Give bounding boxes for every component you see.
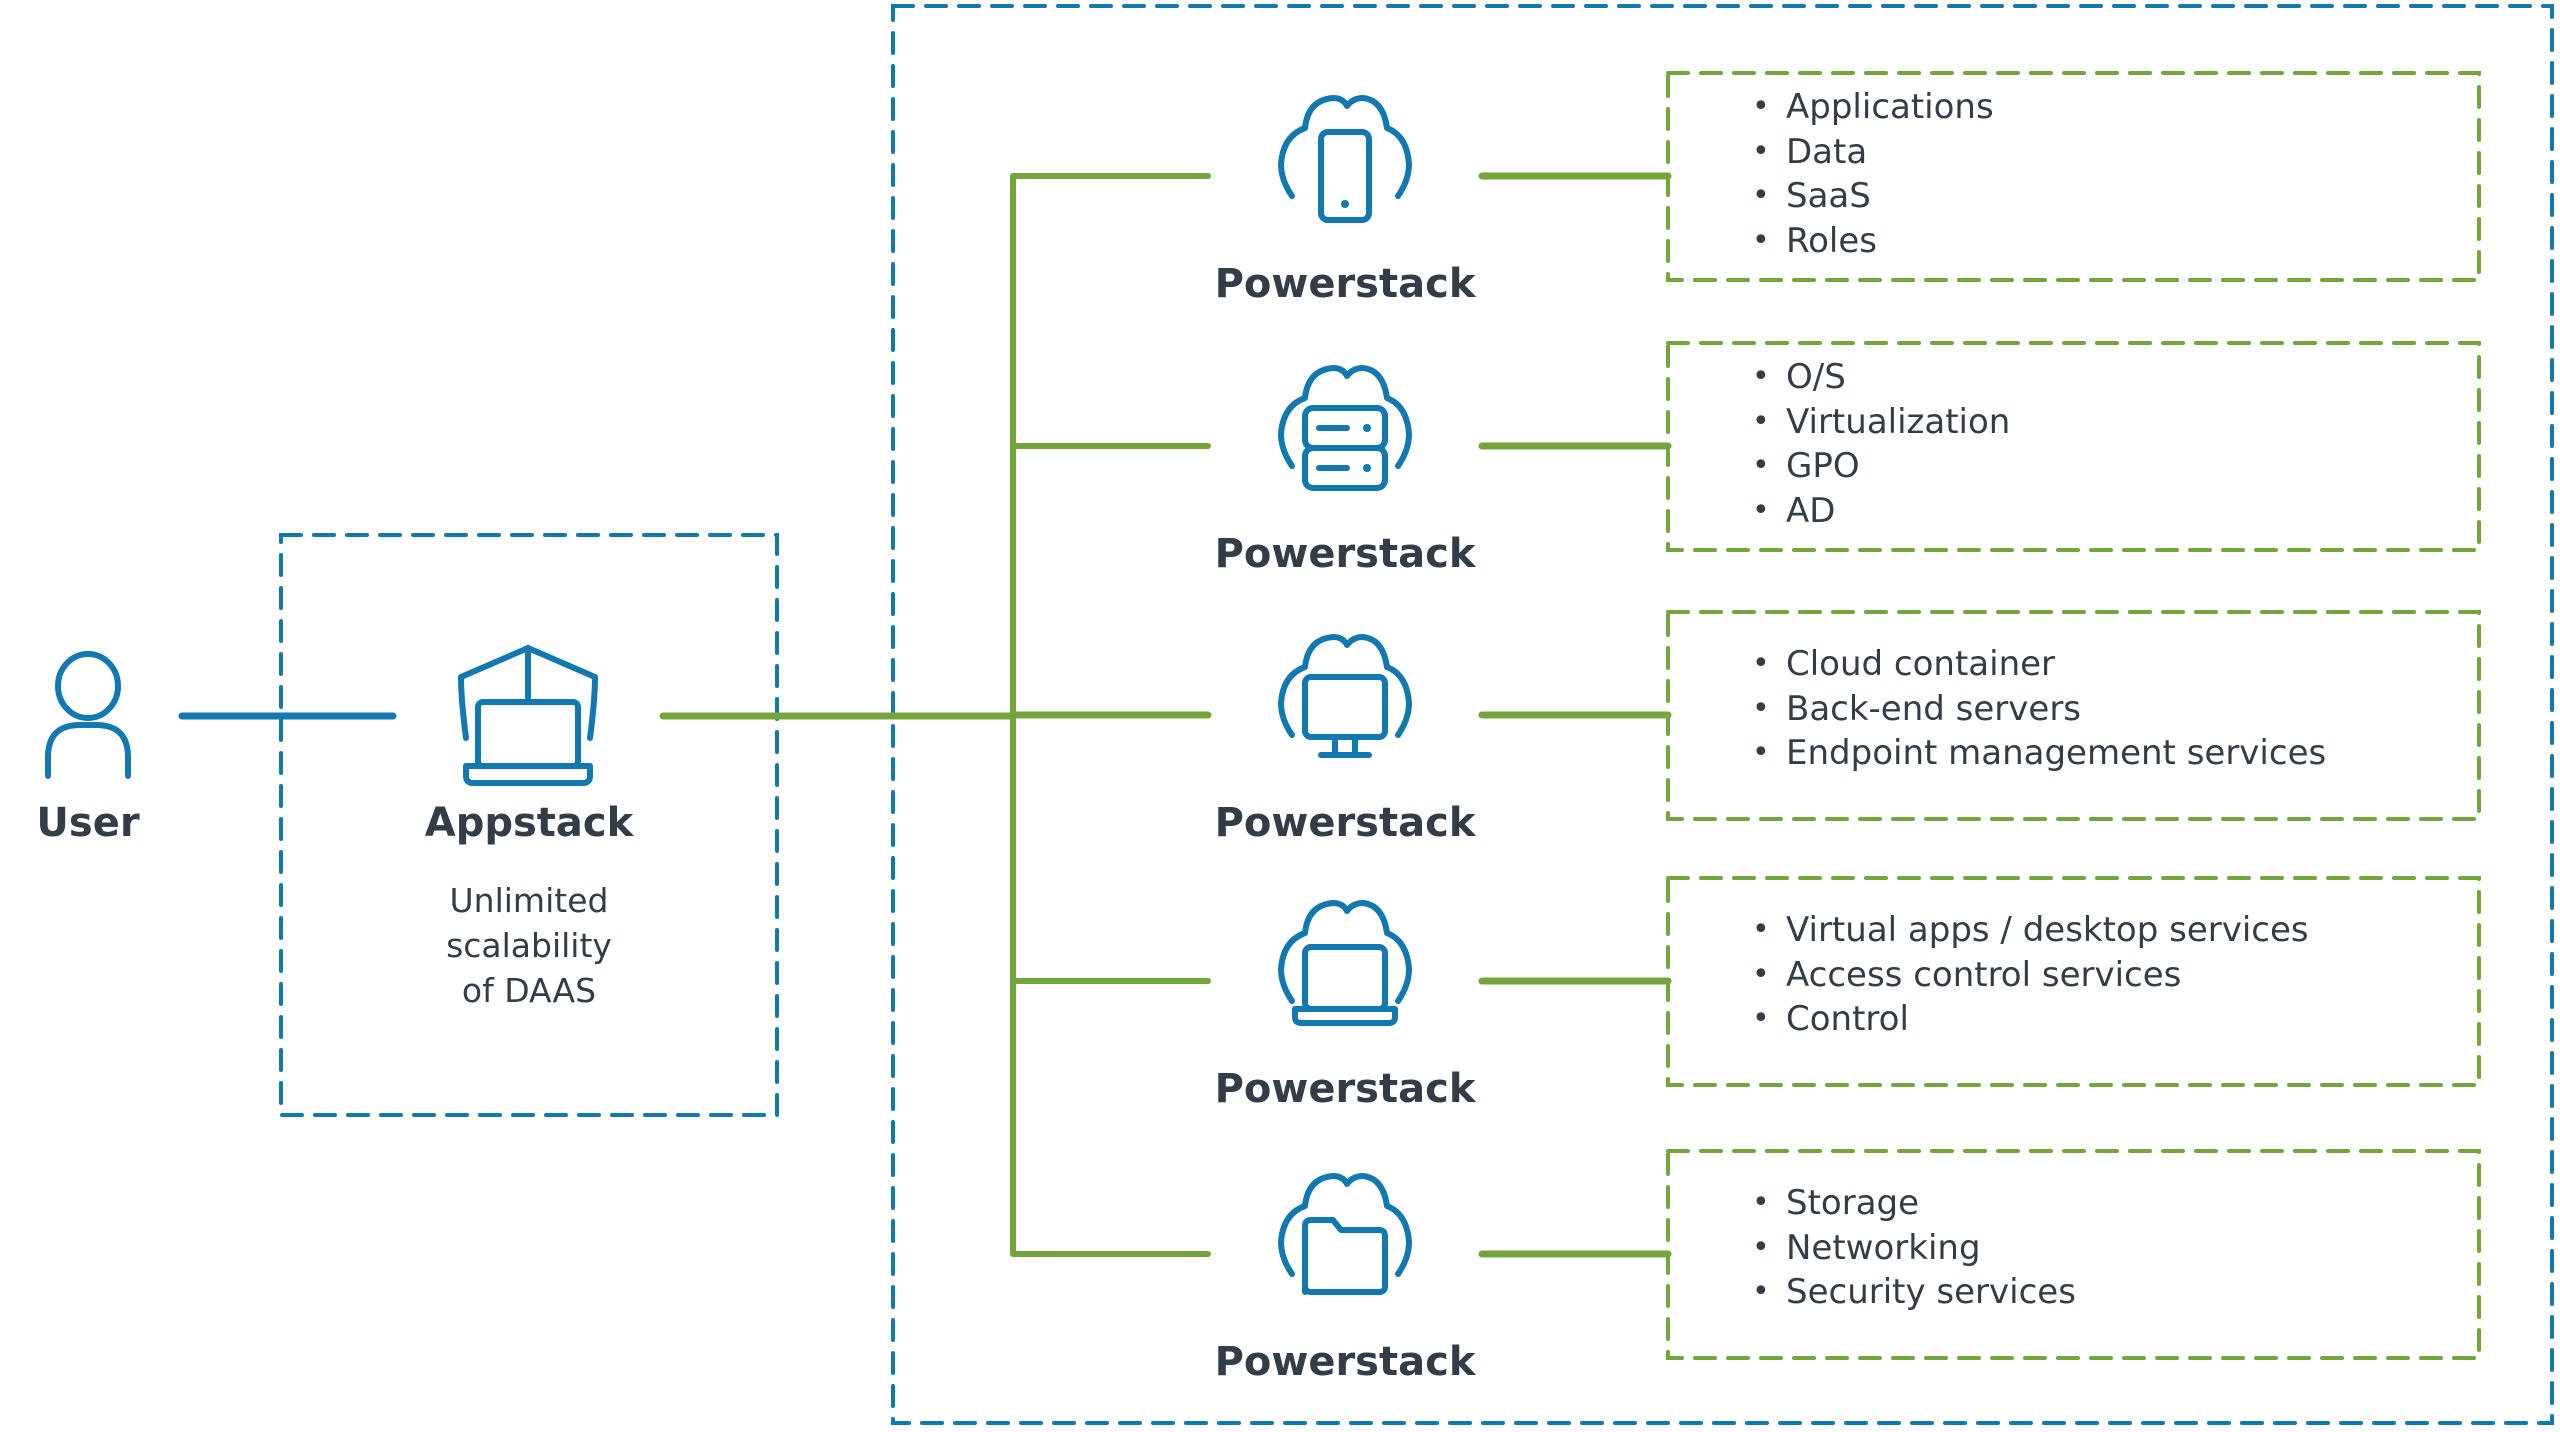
cloud-outline [1278, 900, 1412, 1004]
cloud-laptop-icon [1278, 900, 1412, 1026]
cloud-outline [1278, 634, 1412, 738]
service-list-item: Storage [1752, 1181, 2076, 1226]
cloud-outline [1278, 1173, 1412, 1277]
user-label: User [36, 800, 139, 846]
service-list-item: Roles [1752, 219, 1994, 264]
service-list-item: GPO [1752, 444, 2010, 489]
powerstack-services-box: Cloud containerBack-end serversEndpoint … [1666, 610, 2481, 821]
appstack-description-line-2: scalability [446, 926, 612, 965]
powerstack-services-box: O/SVirtualizationGPOAD [1666, 341, 2481, 552]
service-list-item: SaaS [1752, 174, 1994, 219]
service-list-item: Back-end servers [1752, 687, 2326, 732]
user-icon [45, 651, 131, 779]
service-list-item: Access control services [1752, 953, 2309, 998]
service-list-item: Control [1752, 997, 2309, 1042]
appstack-label: Appstack [425, 800, 635, 846]
powerstack-label: Powerstack [1215, 1066, 1477, 1112]
services-box-border [1666, 610, 2481, 821]
cloud-folder-icon [1278, 1173, 1412, 1295]
service-list-item: Applications [1752, 85, 1994, 130]
powerstack-label: Powerstack [1215, 1339, 1477, 1385]
cloud-outline [1278, 365, 1412, 469]
service-list-item: Virtual apps / desktop services [1752, 908, 2309, 953]
services-box-border [1666, 71, 2481, 282]
appstack-description-line-1: Unlimited [450, 881, 609, 920]
powerstack-services-box: ApplicationsDataSaaSRoles [1666, 71, 2481, 282]
appstack-description-line-3: of DAAS [462, 971, 596, 1010]
services-list: O/SVirtualizationGPOAD [1752, 355, 2010, 533]
service-list-item: Endpoint management services [1752, 731, 2326, 776]
services-list: Virtual apps / desktop servicesAccess co… [1752, 908, 2309, 1042]
cloud-outline [1278, 95, 1412, 199]
service-list-item: Data [1752, 130, 1994, 175]
cloud-server-icon [1278, 365, 1412, 491]
service-list-item: O/S [1752, 355, 2010, 400]
services-list: Cloud containerBack-end serversEndpoint … [1752, 642, 2326, 776]
powerstack-node: Powerstack [1215, 365, 1477, 577]
powerstack-node: Powerstack [1215, 1173, 1477, 1385]
service-list-item: Virtualization [1752, 400, 2010, 445]
powerstack-label: Powerstack [1215, 261, 1477, 307]
service-list-item: AD [1752, 489, 2010, 534]
powerstack-services-box: Virtual apps / desktop servicesAccess co… [1666, 876, 2481, 1087]
powerstack-node: Powerstack [1215, 634, 1477, 846]
services-box-border [1666, 876, 2481, 1087]
powerstack-services-box: StorageNetworkingSecurity services [1666, 1149, 2481, 1360]
powerstack-node: Powerstack [1215, 95, 1477, 307]
appstack-region-boundary [279, 533, 779, 1117]
service-list-item: Networking [1752, 1226, 2076, 1271]
service-list-item: Cloud container [1752, 642, 2326, 687]
services-list: StorageNetworkingSecurity services [1752, 1181, 2076, 1315]
services-box-border [1666, 1149, 2481, 1360]
cloud-mobile-icon [1278, 95, 1412, 223]
services-box-border [1666, 341, 2481, 552]
service-list-item: Security services [1752, 1270, 2076, 1315]
cloud-monitor-icon [1278, 634, 1412, 758]
appstack-laptop-shield-icon [458, 645, 598, 786]
powerstack-label: Powerstack [1215, 531, 1477, 577]
powerstack-label: Powerstack [1215, 800, 1477, 846]
powerstack-node: Powerstack [1215, 900, 1477, 1112]
services-list: ApplicationsDataSaaSRoles [1752, 85, 1994, 263]
